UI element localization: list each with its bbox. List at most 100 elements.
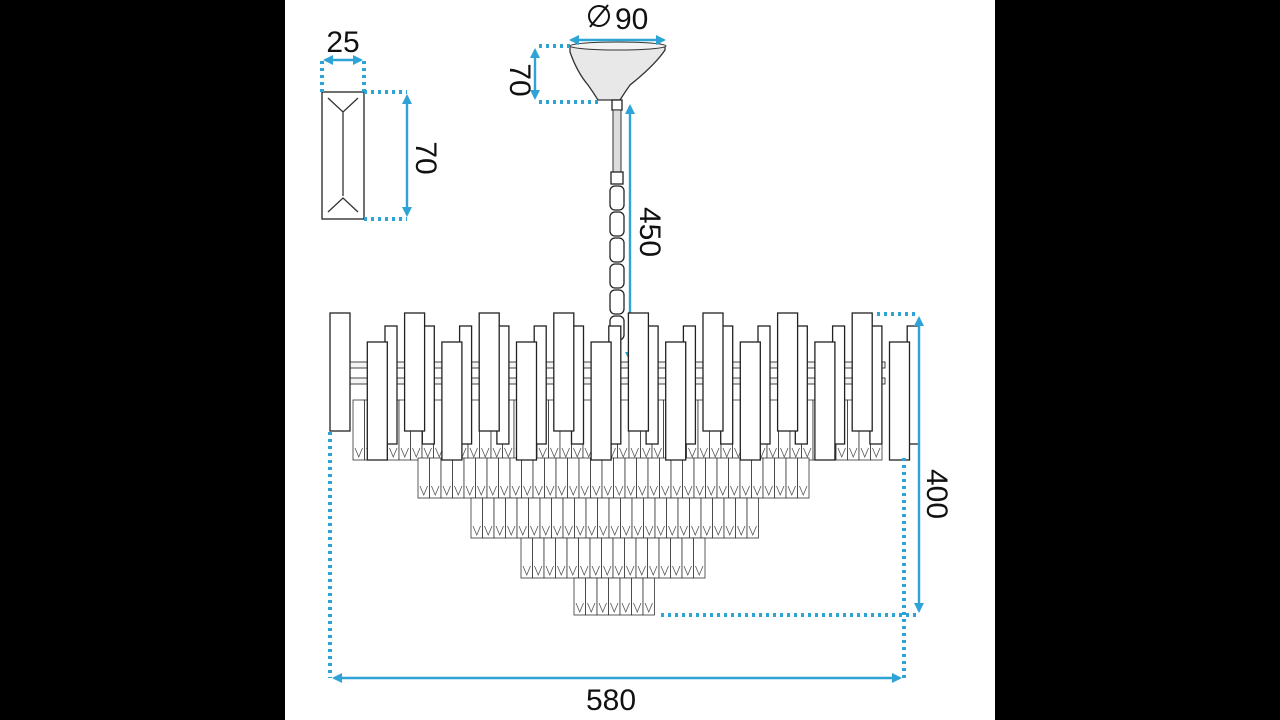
- crystal-facet: [500, 485, 509, 497]
- suspension: 450: [609, 99, 666, 362]
- crystal-facet: [530, 525, 539, 537]
- small-crystal: [539, 497, 552, 539]
- crystal-facet: [619, 447, 628, 459]
- small-crystal: [516, 497, 529, 539]
- small-crystal: [509, 457, 522, 499]
- canopy-nipple: [611, 99, 623, 111]
- crystal-facet: [545, 565, 554, 577]
- crystal-facet: [507, 525, 516, 537]
- overall-dimensions: 400 580: [328, 312, 953, 717]
- small-crystal: [528, 497, 541, 539]
- small-crystal: [521, 457, 534, 499]
- crystal-facet: [541, 525, 550, 537]
- chain-link: [609, 237, 625, 263]
- small-crystal: [658, 537, 671, 579]
- small-crystal: [654, 497, 667, 539]
- large-crystal: [776, 312, 799, 432]
- small-crystal: [585, 497, 598, 539]
- crystal-facet: [534, 565, 543, 577]
- crystal-facet: [644, 602, 653, 614]
- small-crystal: [482, 497, 495, 539]
- crystal-facet: [653, 447, 662, 459]
- small-crystal: [601, 457, 614, 499]
- crystal-facet: [412, 447, 421, 459]
- small-crystal: [520, 537, 533, 579]
- crystal-facet: [419, 485, 428, 497]
- crystal-facet: [580, 485, 589, 497]
- crystal-facet: [599, 525, 608, 537]
- crystal-facet: [714, 525, 723, 537]
- small-crystal: [647, 457, 660, 499]
- crystal-facet: [649, 565, 658, 577]
- crystal-facet: [538, 447, 547, 459]
- small-crystal: [723, 497, 736, 539]
- crystal-facet: [679, 525, 688, 537]
- large-crystal: [553, 312, 575, 432]
- large-crystal: [888, 341, 911, 461]
- small-crystal: [643, 497, 656, 539]
- crystal-facet: [442, 485, 451, 497]
- small-crystal: [601, 537, 614, 579]
- crystal-facet: [603, 565, 612, 577]
- small-crystal: [429, 457, 442, 499]
- small-crystal: [440, 457, 453, 499]
- small-crystal: [486, 457, 499, 499]
- small-crystal: [596, 577, 609, 616]
- crystal-facet: [626, 485, 635, 497]
- small-crystal: [590, 457, 603, 499]
- crystal-facet: [753, 485, 762, 497]
- crystal-facet: [561, 447, 570, 459]
- small-crystal: [498, 457, 511, 499]
- small-crystal: [612, 537, 625, 579]
- crystal-facet: [622, 525, 631, 537]
- small-crystal: [555, 457, 568, 499]
- large-crystal: [478, 312, 500, 432]
- small-crystal: [670, 537, 683, 579]
- small-crystal: [544, 457, 557, 499]
- crystal-facet: [699, 447, 708, 459]
- crystal-height-label: 70: [409, 141, 442, 174]
- small-crystal: [589, 537, 602, 579]
- crystal-facet: [569, 485, 578, 497]
- small-crystal: [681, 537, 694, 579]
- large-crystal: [665, 341, 687, 461]
- crystal-facet: [553, 525, 562, 537]
- crystal-width-extension: [320, 60, 366, 92]
- crystal-facet: [668, 525, 677, 537]
- crystal-facet: [791, 447, 800, 459]
- small-crystal: [566, 537, 579, 579]
- crystal-facet: [400, 447, 409, 459]
- small-crystal: [670, 457, 683, 499]
- large-crystal: [814, 341, 836, 461]
- crystal-facet: [707, 485, 716, 497]
- small-crystal: [624, 537, 637, 579]
- large-crystal: [441, 341, 463, 461]
- body-width-label: 580: [586, 684, 636, 717]
- small-crystal: [735, 497, 748, 539]
- crystal-detail: 25 70: [320, 26, 442, 221]
- crystal-facet: [484, 525, 493, 537]
- small-crystal: [682, 457, 695, 499]
- crystal-facet: [610, 525, 619, 537]
- diagram-canvas: 25 70 90 70 450 400: [285, 0, 995, 720]
- chain-link: [609, 185, 625, 211]
- crystal-facet: [557, 485, 566, 497]
- small-crystal: [642, 577, 655, 616]
- large-crystal: [366, 341, 388, 461]
- crystal-facet: [737, 525, 746, 537]
- crystal-facet: [472, 525, 481, 537]
- large-crystal: [739, 341, 761, 461]
- small-crystal: [700, 497, 713, 539]
- crystal-facet: [614, 565, 623, 577]
- large-crystal: [627, 312, 650, 432]
- crystal-facet: [672, 485, 681, 497]
- small-crystal: [739, 457, 752, 499]
- crystal-facet: [748, 525, 757, 537]
- canopy-body: [569, 45, 666, 101]
- crystal-facet: [661, 485, 670, 497]
- crystal-facet: [546, 485, 555, 497]
- large-crystal: [851, 312, 873, 432]
- small-crystal: [463, 457, 476, 499]
- crystal-facet: [787, 485, 796, 497]
- chandelier-body: [329, 312, 920, 616]
